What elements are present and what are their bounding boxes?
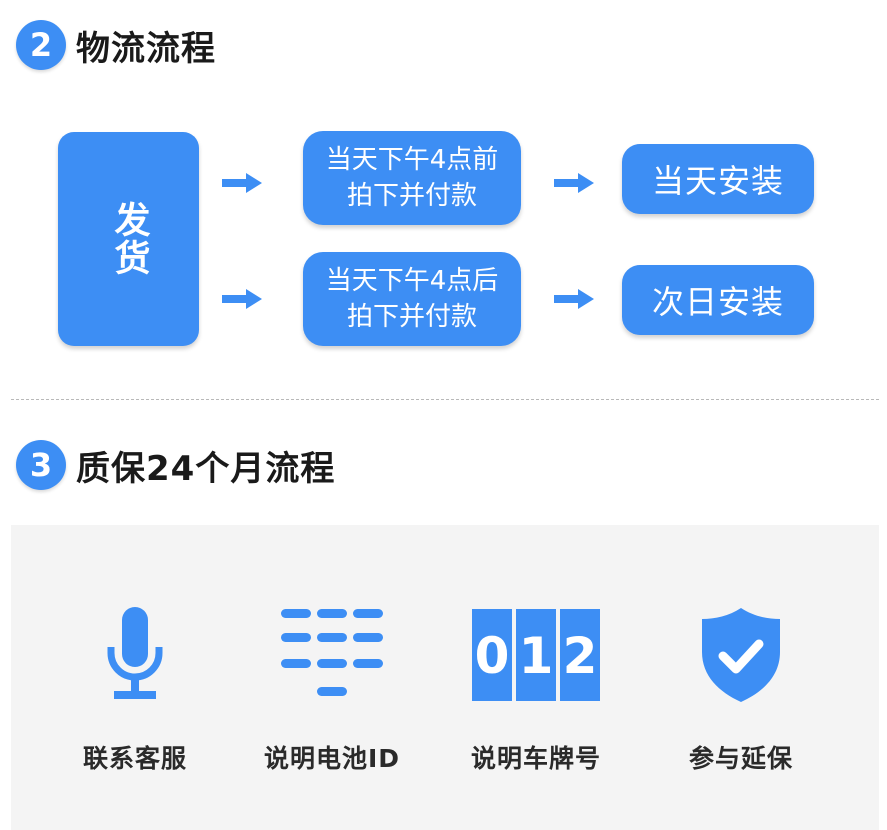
step-number-badge: 3 [16,440,66,490]
step-label: 参与延保 [688,744,793,773]
logistics-title: 物流流程 [76,28,216,69]
arrow-right-icon [554,173,594,193]
logistics-header: 2 物流流程 [16,20,216,70]
step-contact-service: 联系客服 [40,605,230,775]
step-plate-number: 0 1 2 说明车牌号 [441,605,631,775]
result-box-same-day: 当天安装 [622,144,814,214]
arrow-right-icon [222,289,262,309]
step-battery-id: 说明电池ID [237,605,427,775]
plate-digit: 0 [475,627,510,685]
condition-box-before-4pm: 当天下午4点前 拍下并付款 [303,131,521,225]
result-box-next-day: 次日安装 [622,265,814,335]
step-extended-warranty: 参与延保 [646,605,836,775]
warranty-title: 质保24个月流程 [76,448,336,489]
condition-text: 当天下午4点前 拍下并付款 [325,145,499,211]
step-label: 说明车牌号 [470,744,601,773]
dashed-divider [11,399,879,400]
condition-text: 当天下午4点后 拍下并付款 [325,266,499,332]
step-number-badge: 2 [16,20,66,70]
step-label: 说明电池ID [263,744,401,773]
microphone-icon [107,607,163,699]
result-text: 次日安装 [651,283,784,321]
plate-digit: 2 [563,627,598,685]
warranty-steps-panel: 联系客服 说明电池ID 0 1 2 [11,525,879,830]
plate-digit: 1 [519,627,554,685]
arrow-right-icon [222,173,262,193]
step-label: 联系客服 [82,744,187,773]
shield-check-icon [702,608,780,702]
battery-id-list-icon [281,609,383,696]
arrow-right-icon [554,289,594,309]
ship-box: 发货 [58,132,199,346]
warranty-header: 3 质保24个月流程 [16,440,335,490]
plate-number-icon: 0 1 2 [472,609,600,701]
condition-box-after-4pm: 当天下午4点后 拍下并付款 [303,252,521,346]
ship-label: 发货 [108,201,150,277]
result-text: 当天安装 [651,162,784,200]
